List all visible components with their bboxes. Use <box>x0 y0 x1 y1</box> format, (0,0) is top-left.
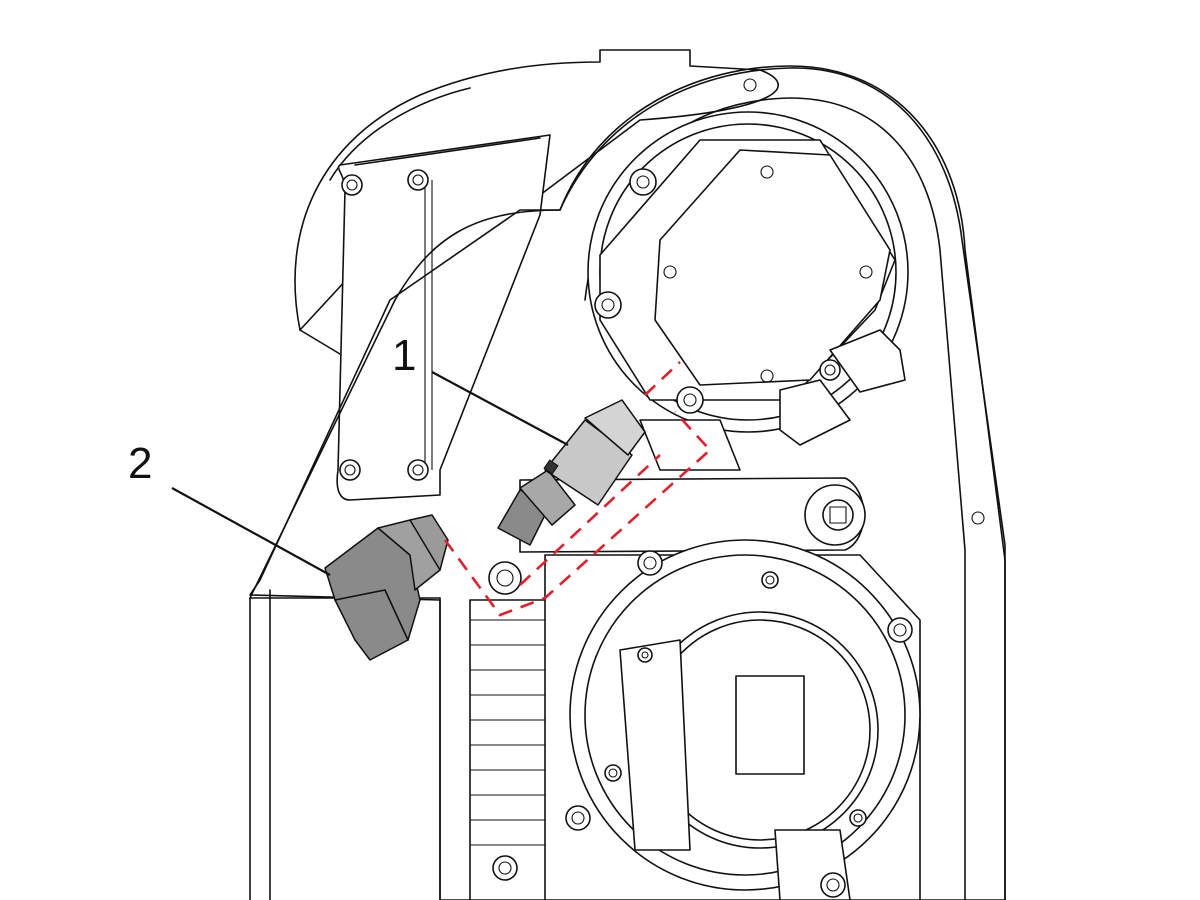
motor-bolt <box>887 617 913 643</box>
motor-bolt <box>492 855 518 881</box>
joint-bolt <box>488 561 522 595</box>
flange-bolt <box>819 359 841 381</box>
motor-bolt <box>849 809 867 827</box>
connector-straight <box>497 399 646 546</box>
cover-bolt <box>341 174 363 196</box>
motor-bolt <box>761 571 779 589</box>
lower-motor <box>469 539 921 900</box>
motor-bolt <box>637 550 663 576</box>
cable-route-highlight <box>443 361 712 617</box>
callout-1-label: 1 <box>392 331 416 380</box>
motor-bolt <box>565 805 591 831</box>
callout-2-leader <box>171 487 331 576</box>
cover-bolt <box>407 459 429 481</box>
callout-1-leader <box>431 371 569 446</box>
motor-bolt <box>820 872 846 898</box>
flange-bolt <box>676 386 704 414</box>
motor-bolt <box>637 647 653 663</box>
cover-bolt <box>407 169 429 191</box>
motor-bolt <box>604 764 622 782</box>
upper-motor <box>587 111 909 471</box>
cover-bolt <box>339 459 361 481</box>
flange-bolt <box>594 291 622 319</box>
elbow-joint <box>488 477 866 595</box>
connector-right-angle <box>324 514 449 661</box>
callout-2-label: 2 <box>128 439 152 488</box>
flange-bolt <box>629 168 657 196</box>
